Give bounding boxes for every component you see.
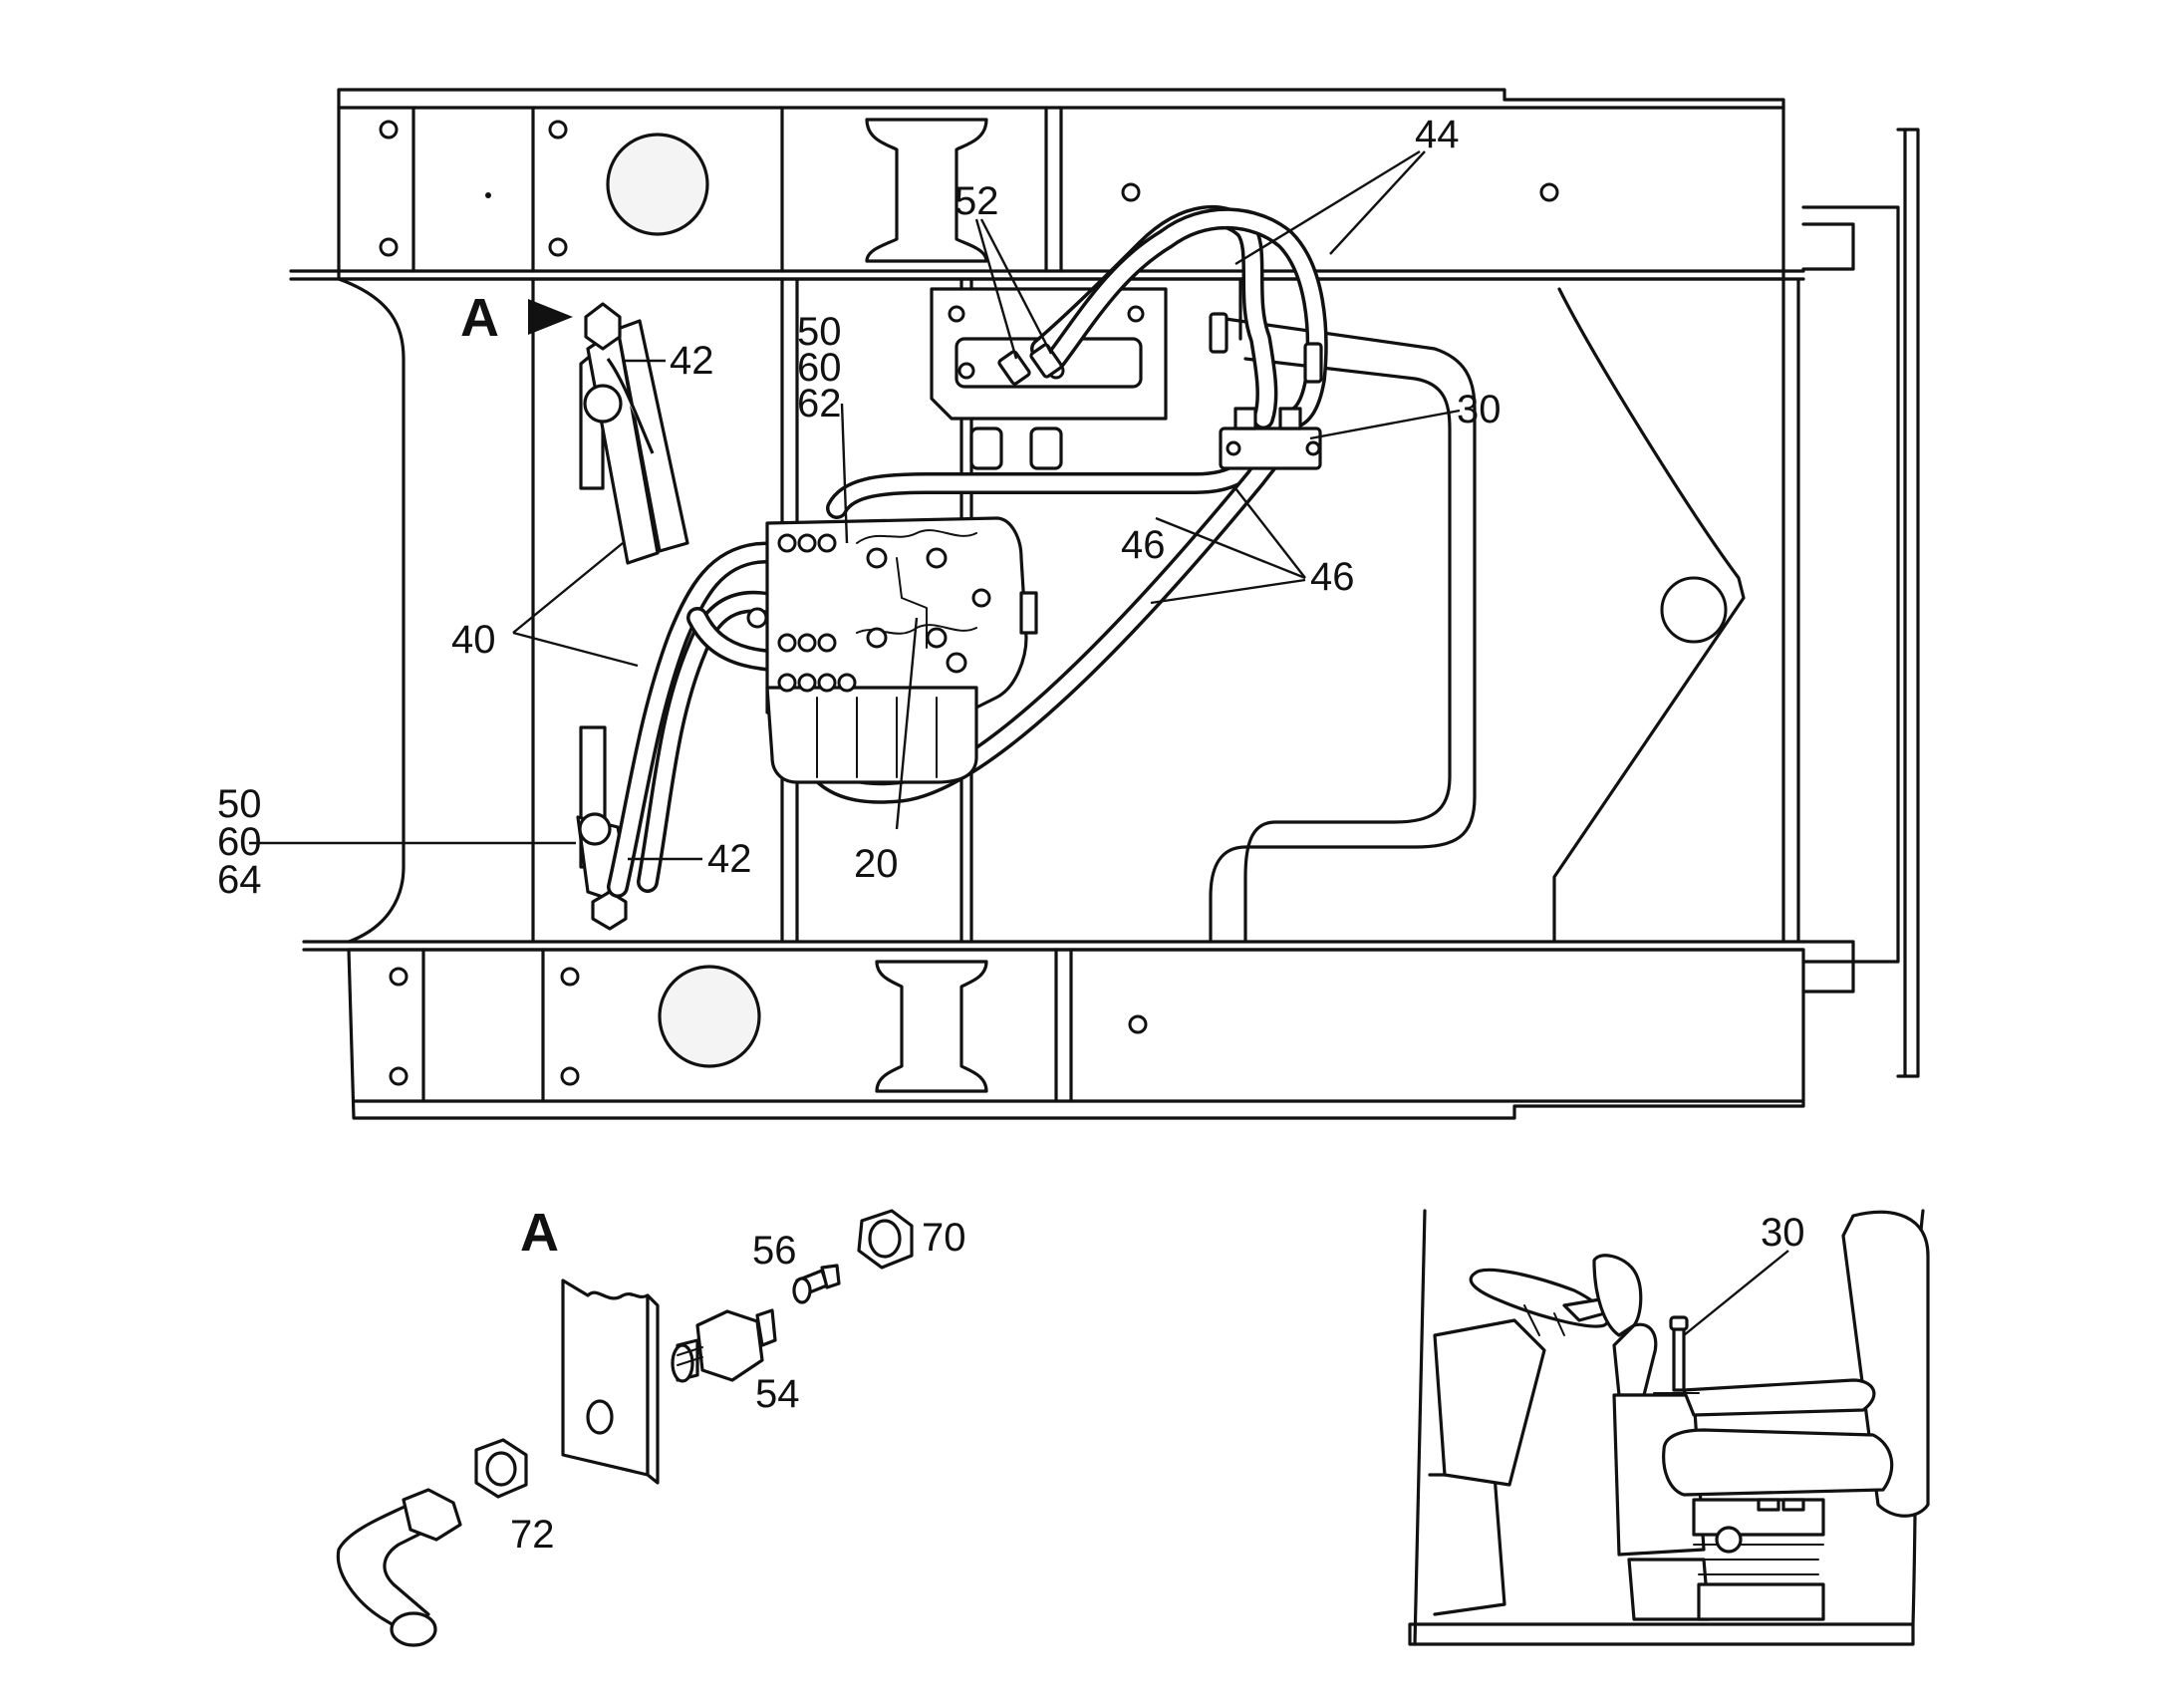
callout-group-upper-2: 60 xyxy=(797,346,842,390)
callout-30: 30 xyxy=(1457,388,1502,431)
callout-group-lower-3: 64 xyxy=(217,858,262,902)
fittings-52 xyxy=(997,343,1063,386)
callout-42-top: 42 xyxy=(670,339,714,383)
valve-bracket xyxy=(930,287,1168,470)
pivot-bushings xyxy=(865,118,988,1093)
valve-bolts xyxy=(746,547,991,674)
callout-70: 70 xyxy=(922,1216,966,1260)
cab-callout-30: 30 xyxy=(1761,1211,1805,1255)
detail-a xyxy=(336,1209,914,1647)
callout-46-mid: 46 xyxy=(1121,523,1166,567)
callout-group-upper-3: 62 xyxy=(797,382,842,426)
valve-ports xyxy=(777,533,857,693)
callout-46-right: 46 xyxy=(1310,555,1355,599)
callout-group-lower-2: 60 xyxy=(217,820,262,864)
leader-lines xyxy=(249,149,1461,861)
callout-56: 56 xyxy=(752,1229,797,1273)
callout-72: 72 xyxy=(510,1513,555,1557)
callout-54: 54 xyxy=(755,1372,800,1416)
callout-labels: A 42 40 42 20 44 52 30 46 46 50 60 62 50… xyxy=(217,113,1805,1557)
frame-bolt-holes xyxy=(379,120,1728,1086)
cab-view xyxy=(1408,1209,1930,1646)
callout-42-bottom: 42 xyxy=(707,837,752,881)
callout-group-lower-1: 50 xyxy=(217,782,262,826)
callout-20: 20 xyxy=(854,842,899,886)
callout-52: 52 xyxy=(955,179,999,223)
hose-end-fittings xyxy=(1209,312,1323,384)
callout-group-upper-1: 50 xyxy=(797,310,842,354)
detail-a-title: A xyxy=(520,1203,559,1263)
fitting-block-30 xyxy=(1219,407,1322,470)
callout-44: 44 xyxy=(1415,113,1460,156)
view-a-marker-label: A xyxy=(460,288,499,348)
callout-40: 40 xyxy=(451,618,496,662)
steering-cylinder xyxy=(576,302,689,931)
control-valve xyxy=(746,516,1038,784)
view-a-arrow-icon xyxy=(528,299,573,335)
